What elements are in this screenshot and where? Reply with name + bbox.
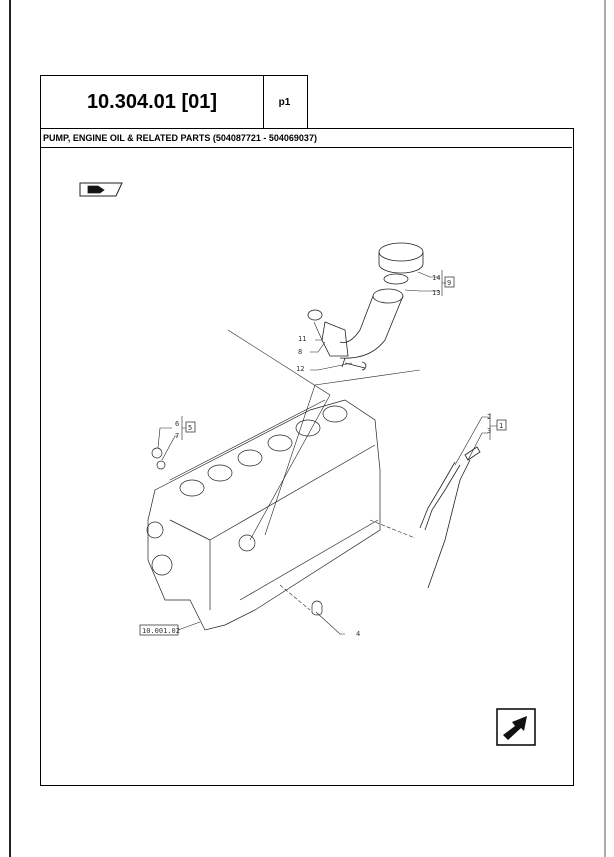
callout-9: 9 (447, 279, 451, 287)
page-edge-left (9, 0, 11, 857)
callout-4: 4 (356, 630, 360, 638)
callout-labels: 14 13 9 11 8 12 6 7 5 2 3 1 4 10.001.02 (139, 274, 507, 638)
callout-8: 8 (298, 348, 302, 356)
section-header: PUMP, ENGINE OIL & RELATED PARTS (504087… (40, 128, 572, 148)
book-hand-icon (79, 182, 123, 197)
callout-7: 7 (175, 432, 179, 440)
dipstick (419, 446, 481, 589)
engine-block (146, 399, 381, 631)
callout-1: 1 (499, 422, 503, 430)
oil-filler-cap (378, 242, 424, 285)
page-edge-right (604, 0, 606, 857)
callout-2: 2 (487, 413, 491, 421)
callout-3: 3 (487, 427, 491, 435)
callout-14: 14 (432, 274, 440, 282)
page-number: p1 (262, 75, 308, 129)
callout-5: 5 (188, 424, 192, 432)
callout-13: 13 (432, 289, 440, 297)
reference-link[interactable]: 10.001.02 (142, 627, 180, 635)
next-page-arrow-icon[interactable] (496, 708, 536, 746)
callout-11: 11 (298, 335, 306, 343)
callout-12: 12 (296, 365, 304, 373)
leader-lines (157, 270, 497, 635)
oil-filler-tube (307, 288, 404, 371)
page-title: 10.304.01 [01] (40, 75, 264, 129)
callout-6: 6 (175, 420, 179, 428)
diagram-frame (40, 128, 574, 786)
